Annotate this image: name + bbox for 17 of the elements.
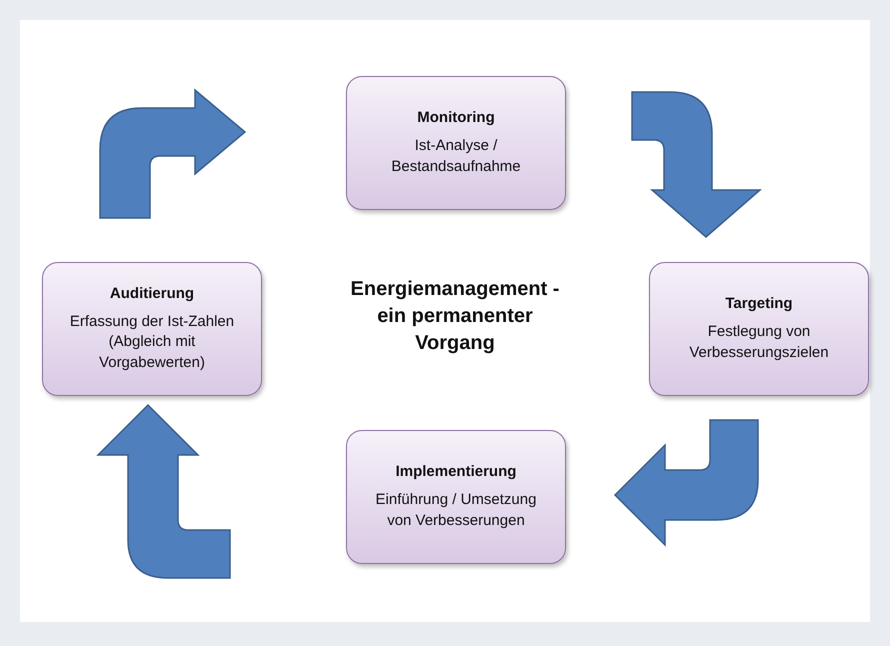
box-description: Ist-Analyse / Bestandsaufnahme [390, 136, 522, 176]
center-title: Energiemanagement - ein permanenter Vorgang [350, 277, 560, 356]
box-description: Festlegung von Verbesserungszielen [688, 322, 830, 362]
box-description: Erfassung der Ist-Zahlen (Abgleich mit Vorgabewerten) [68, 312, 236, 373]
box-heading: Targeting [725, 295, 793, 312]
box-heading: Implementierung [396, 463, 516, 480]
bent-arrow [614, 419, 759, 546]
process-box [346, 76, 566, 210]
bent-arrow [631, 91, 761, 238]
process-box [649, 262, 869, 396]
box-heading: Monitoring [417, 109, 495, 126]
bent-arrow [97, 404, 231, 579]
process-box [346, 430, 566, 564]
bent-arrow [99, 89, 246, 219]
box-heading: Auditierung [110, 285, 194, 302]
box-description: Einführung / Umsetzung von Verbesserungen [374, 490, 538, 530]
process-box [42, 262, 262, 396]
